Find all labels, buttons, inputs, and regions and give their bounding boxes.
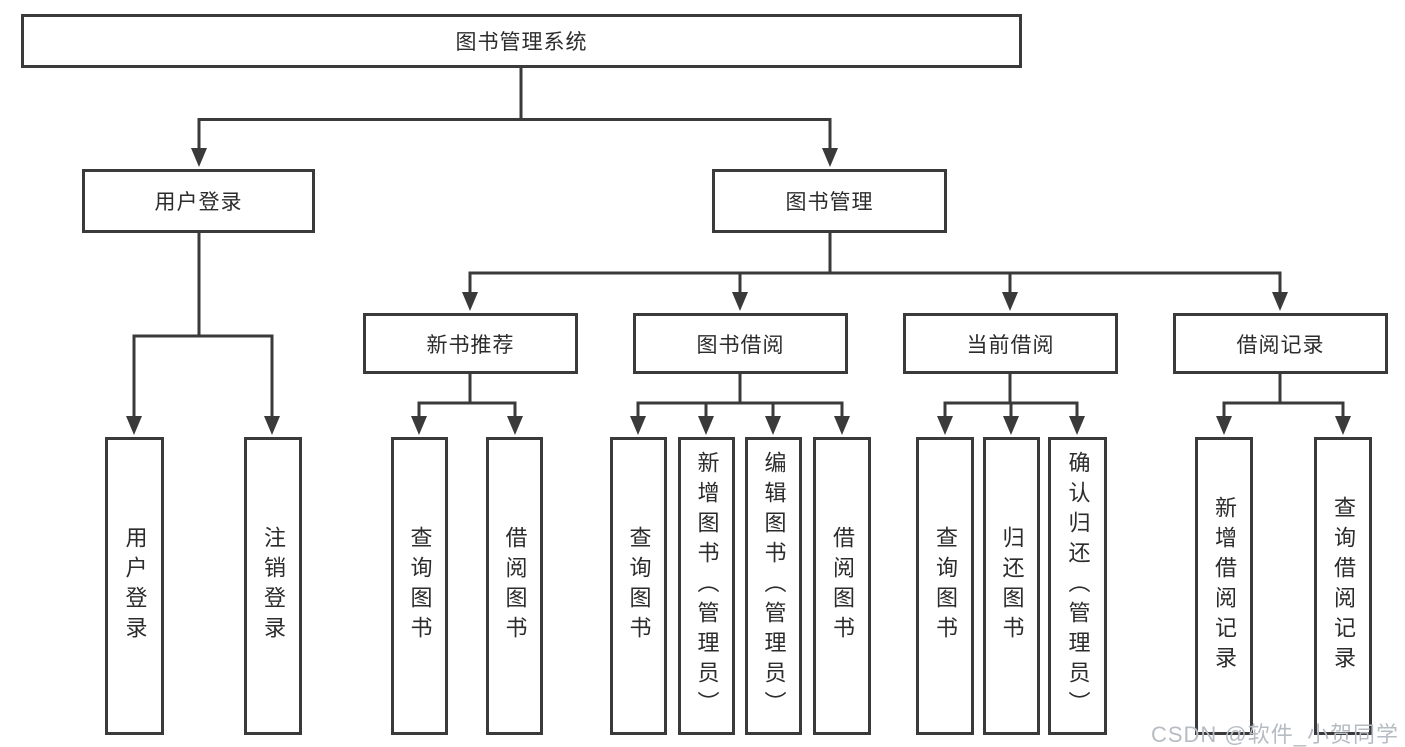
- leaf-label: 借阅图书: [502, 526, 528, 646]
- node-label: 当前借阅: [966, 333, 1055, 357]
- node-label: 图书管理: [785, 191, 874, 214]
- watermark-csdn: CSDN @软件_小贺同学: [1150, 722, 1399, 747]
- node-book-management: 图书管理: [712, 169, 947, 233]
- leaf-label: 注销登录: [261, 526, 286, 646]
- connector-currentborrow-to-leaves: [943, 374, 1079, 420]
- leaf-query-books-recommend: 查询图书: [391, 437, 448, 735]
- leaf-label: 借阅图书: [830, 526, 855, 646]
- leaf-label: 查询图书: [407, 526, 433, 646]
- leaf-add-book-admin: 新增图书（管理员）: [678, 437, 735, 735]
- leaf-borrow-books-recommend: 借阅图书: [486, 437, 543, 735]
- leaf-confirm-return-admin: 确认归还（管理员）: [1048, 437, 1107, 735]
- leaf-label: 编辑图书（管理员）: [761, 451, 787, 721]
- connector-borrowrecords-to-leaves: [1222, 374, 1345, 420]
- leaf-label: 查询借阅记录: [1331, 496, 1356, 676]
- node-user-login: 用户登录: [82, 169, 315, 233]
- node-label: 新书推荐: [426, 333, 515, 357]
- node-new-book-recommendation: 新书推荐: [363, 313, 578, 374]
- node-label: 借阅记录: [1236, 333, 1325, 357]
- leaf-label: 确认归还（管理员）: [1065, 451, 1091, 721]
- leaf-query-borrow-record: 查询借阅记录: [1314, 437, 1372, 735]
- leaf-logout: 注销登录: [244, 437, 302, 735]
- leaf-label: 查询图书: [933, 526, 958, 646]
- connector-root-to-level2: [197, 68, 832, 152]
- node-label: 用户登录: [154, 191, 243, 214]
- node-book-borrowing: 图书借阅: [633, 313, 848, 374]
- leaf-return-book: 归还图书: [983, 437, 1040, 735]
- leaf-label: 新增图书（管理员）: [694, 451, 720, 721]
- node-borrowing-records: 借阅记录: [1173, 313, 1388, 374]
- node-library-management-system: 图书管理系统: [21, 14, 1022, 68]
- connector-bookmgmt-to-level3: [468, 233, 1282, 296]
- leaf-edit-book-admin: 编辑图书（管理员）: [745, 437, 802, 735]
- node-current-borrowing: 当前借阅: [903, 313, 1118, 374]
- leaf-user-login: 用户登录: [105, 437, 164, 735]
- leaf-query-books-borrowing: 查询图书: [610, 437, 667, 735]
- leaf-label: 新增借阅记录: [1212, 496, 1237, 676]
- leaf-borrow-books: 借阅图书: [813, 437, 871, 735]
- node-label: 图书借阅: [696, 333, 785, 357]
- node-label: 图书管理系统: [455, 31, 588, 54]
- leaf-label: 查询图书: [626, 526, 652, 646]
- leaf-add-borrow-record: 新增借阅记录: [1195, 437, 1253, 735]
- connector-bookborrow-to-leaves: [636, 374, 844, 420]
- leaf-label: 用户登录: [122, 526, 148, 646]
- leaf-query-books-current: 查询图书: [916, 437, 974, 735]
- connector-userlogin-to-leaves: [132, 233, 274, 420]
- leaf-label: 归还图书: [999, 526, 1025, 646]
- connector-newbookrec-to-leaves: [417, 374, 517, 420]
